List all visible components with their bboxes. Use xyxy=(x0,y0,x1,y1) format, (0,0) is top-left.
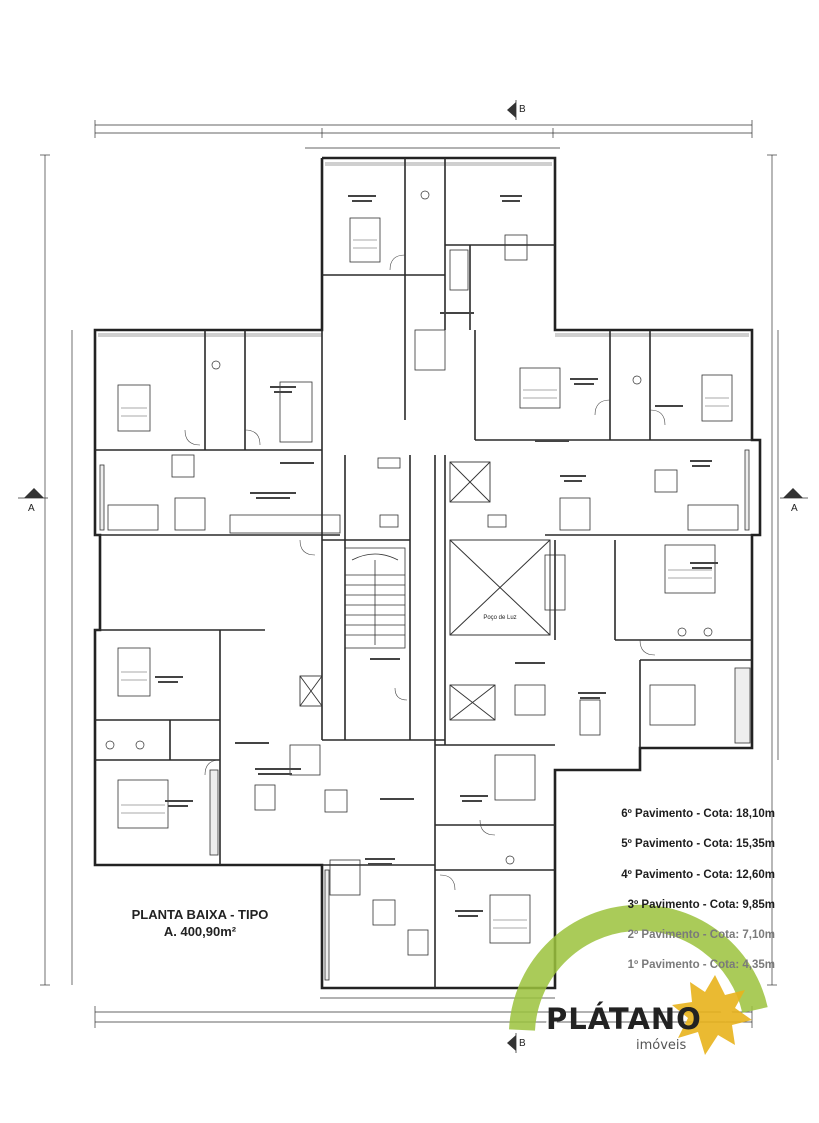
section-b-markers xyxy=(507,100,517,1053)
bathroom-fixtures xyxy=(105,190,713,865)
logo-name: PLÁTANO xyxy=(546,1002,702,1036)
plan-title: PLANTA BAIXA - TIPO xyxy=(131,907,269,922)
door-swings xyxy=(184,254,666,891)
floor-level-6: 6º Pavimento - Cota: 18,10m xyxy=(621,808,775,820)
bed-hatching xyxy=(121,239,729,929)
central-staircase xyxy=(344,547,406,649)
room-label-marks xyxy=(155,195,718,917)
floor-level-4: 4º Pavimento - Cota: 12,60m xyxy=(621,868,775,881)
logo-graphic xyxy=(509,904,768,1055)
floor-level-list: 6º Pavimento - Cota: 18,10m 5º Pavimento… xyxy=(575,808,775,990)
section-mark-b-bottom: B xyxy=(519,1038,526,1049)
floor-level-5: 5º Pavimento - Cota: 15,35m xyxy=(621,838,775,851)
plan-area: A. 400,90m² xyxy=(163,924,237,939)
top-dimension-lines xyxy=(94,120,753,149)
section-a-markers xyxy=(18,488,808,499)
logo-subtitle: imóveis xyxy=(636,1038,687,1053)
light-well-label: Poço de Luz xyxy=(483,615,516,621)
furniture xyxy=(107,234,739,956)
section-mark-a-left: A xyxy=(28,503,35,514)
balconies xyxy=(99,449,751,981)
floor-level-2: 2º Pavimento - Cota: 7,10m xyxy=(627,929,775,942)
floor-level-3: 3º Pavimento - Cota: 9,85m xyxy=(627,898,775,911)
side-dimension-lines xyxy=(40,154,779,986)
interior-walls xyxy=(95,158,752,988)
elevator-shafts xyxy=(299,461,496,721)
plan-title-block: PLANTA BAIXA - TIPO A. 400,90m² xyxy=(110,906,290,940)
leaf-icon xyxy=(672,975,752,1055)
section-mark-a-right: A xyxy=(791,503,798,514)
section-mark-b-top: B xyxy=(519,104,526,115)
light-well xyxy=(449,539,551,636)
floor-level-1: 1º Pavimento - Cota: 4,35m xyxy=(627,959,775,972)
